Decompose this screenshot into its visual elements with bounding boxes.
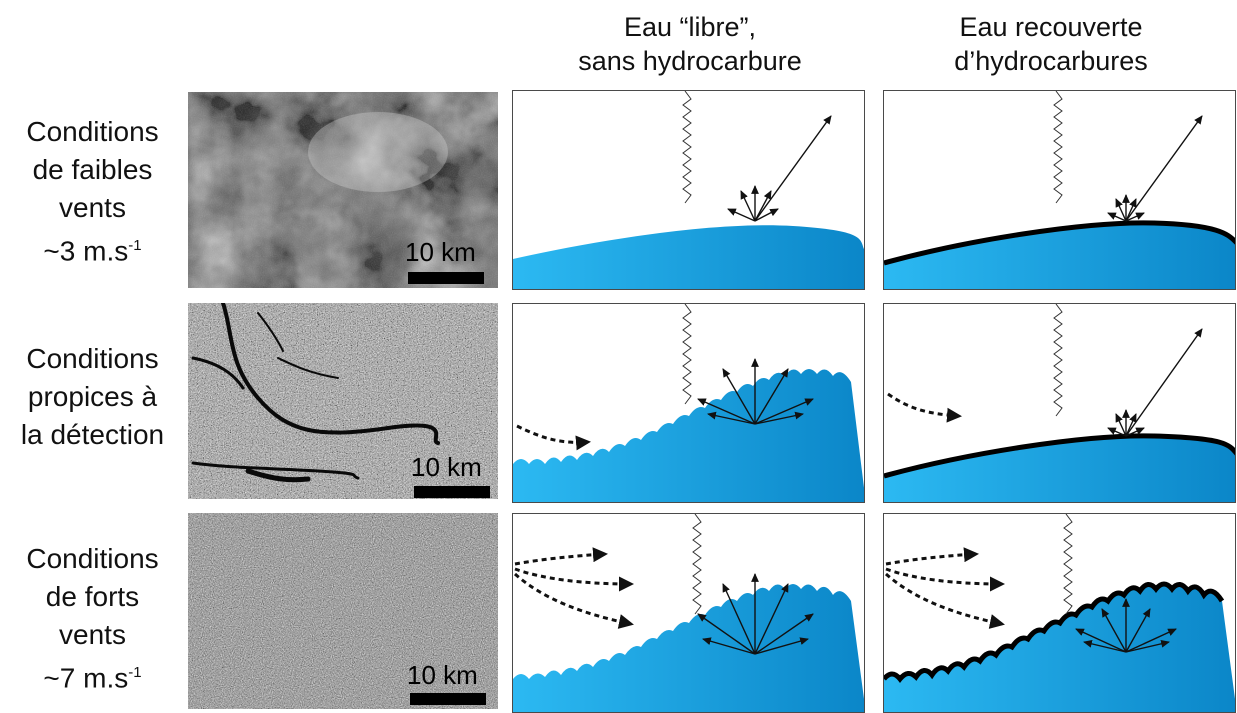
specular-reflection-arrow	[754, 115, 832, 222]
incident-radar-wave	[1063, 514, 1073, 615]
scale-label: 10 km	[411, 452, 482, 482]
panel-low-wind-oil-covered	[883, 90, 1236, 290]
incident-radar-wave	[682, 304, 692, 405]
incident-radar-wave	[682, 91, 692, 204]
column-header-oil-covered-line1: Eau recouverte	[959, 12, 1143, 42]
row-label-low-wind: Conditions de faibles vents ~3 m.s-1	[0, 113, 185, 270]
wind-speed: ~7 m.s-1	[0, 654, 185, 697]
wind-arrow	[885, 547, 979, 566]
sar-image-high-wind	[188, 513, 498, 709]
sar-texture-low-wind	[188, 92, 498, 288]
row-label-high-wind: Conditions de forts vents ~7 m.s-1	[0, 540, 185, 697]
rough-water-surface	[513, 369, 864, 502]
scale-bar	[414, 486, 490, 498]
wind-arrow	[885, 567, 1005, 592]
wind-speed: ~3 m.s-1	[0, 227, 185, 270]
scale-bar	[410, 693, 486, 705]
column-header-free-water-line1: Eau “libre”,	[623, 12, 757, 42]
row-label-line: Conditions	[26, 543, 159, 574]
water-surface	[513, 225, 864, 289]
oil-slick-layer	[884, 220, 1235, 266]
wind-speed-value: ~3 m.s	[43, 235, 129, 267]
column-header-oil-covered-line2: d’hydrocarbures	[954, 46, 1148, 76]
row-label-line: vents	[59, 619, 126, 650]
incident-radar-wave	[1053, 304, 1063, 417]
scale-bar	[408, 272, 484, 284]
wind-arrow	[514, 567, 634, 592]
sar-image-detection	[188, 303, 498, 499]
row-label-line: propices à	[27, 381, 158, 412]
row-label-line: de forts	[45, 581, 140, 612]
wind-speed-exponent: -1	[128, 237, 142, 254]
sar-texture-detection	[188, 303, 498, 499]
wind-arrow	[514, 572, 634, 629]
panel-detection-free-water	[512, 303, 865, 503]
wind-arrow	[514, 547, 608, 566]
column-header-free-water: Eau “libre”, sans hydrocarbure	[505, 10, 875, 78]
row-label-line: de faibles	[32, 154, 153, 185]
scale-label: 10 km	[405, 237, 476, 267]
panel-low-wind-free-water	[512, 90, 865, 290]
panel-detection-oil-covered	[883, 303, 1236, 503]
panel-high-wind-free-water	[512, 513, 865, 713]
row-label-line: la détection	[20, 419, 165, 450]
rough-water-surface	[513, 584, 864, 712]
oil-slick-layer	[884, 581, 1225, 683]
oil-slick-layer	[884, 433, 1235, 479]
scale-label: 10 km	[407, 660, 478, 690]
wind-speed-exponent: -1	[128, 664, 142, 681]
column-header-free-water-line2: sans hydrocarbure	[578, 46, 802, 76]
column-header-oil-covered: Eau recouverte d’hydrocarbures	[866, 10, 1236, 78]
row-label-line: Conditions	[26, 343, 159, 374]
specular-reflection-arrow	[1125, 328, 1203, 437]
specular-reflection-arrow	[1125, 115, 1203, 222]
sar-texture-high-wind	[188, 513, 498, 709]
incident-radar-wave	[692, 514, 702, 615]
sar-image-low-wind	[188, 92, 498, 288]
row-label-line: vents	[59, 192, 126, 223]
row-label-detection: Conditions propices à la détection	[0, 340, 185, 454]
row-label-line: Conditions	[26, 116, 159, 147]
wind-arrow	[885, 572, 1005, 629]
wind-arrow	[887, 392, 962, 423]
wind-arrow	[516, 424, 591, 451]
incident-radar-wave	[1053, 91, 1063, 204]
panel-high-wind-oil-covered	[883, 513, 1236, 713]
wind-speed-value: ~7 m.s	[43, 662, 129, 694]
